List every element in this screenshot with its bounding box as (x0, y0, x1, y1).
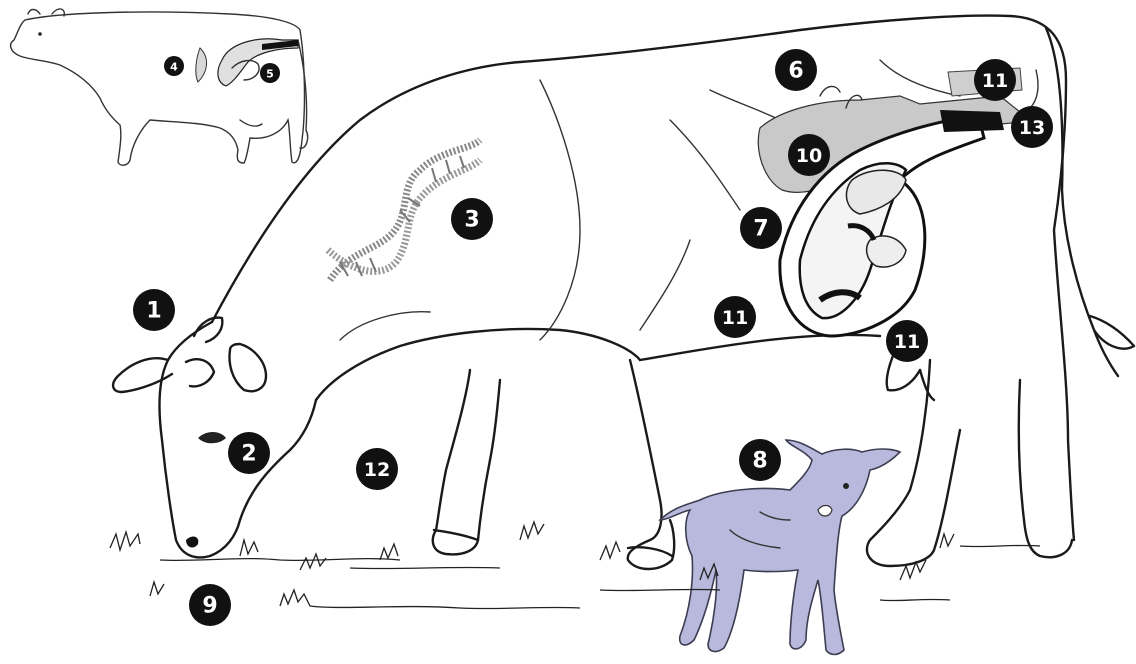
marker-5-label: 5 (266, 68, 274, 81)
marker-10-label: 10 (796, 145, 822, 167)
marker-5: 5 (260, 63, 280, 83)
marker-2-label: 2 (241, 442, 256, 467)
marker-2: 2 (228, 432, 270, 474)
marker-9-label: 9 (202, 594, 217, 619)
marker-1-label: 1 (146, 299, 161, 324)
calf-illustration (660, 440, 900, 655)
marker-12: 12 (356, 448, 398, 490)
marker-1: 1 (133, 289, 175, 331)
marker-7-label: 7 (753, 217, 768, 242)
marker-7: 7 (740, 207, 782, 249)
marker-8: 8 (739, 439, 781, 481)
marker-4-label: 4 (170, 61, 178, 74)
marker-11-middle: 11 (714, 296, 756, 338)
marker-11-right: 11 (886, 320, 928, 362)
marker-4: 4 (164, 56, 184, 76)
marker-3: 3 (451, 198, 493, 240)
marker-13-label: 13 (1019, 117, 1045, 139)
marker-11-right-label: 11 (894, 331, 920, 353)
marker-9: 9 (189, 584, 231, 626)
marker-11-middle-label: 11 (722, 307, 748, 329)
inset-cow-illustration (11, 9, 308, 165)
marker-3-label: 3 (464, 208, 479, 233)
marker-6-label: 6 (788, 59, 803, 84)
marker-6: 6 (775, 49, 817, 91)
marker-11-top-label: 11 (982, 70, 1008, 92)
marker-11-top: 11 (974, 59, 1016, 101)
marker-10: 10 (788, 134, 830, 176)
marker-8-label: 8 (752, 449, 767, 474)
marker-13: 13 (1011, 106, 1053, 148)
marker-12-label: 12 (364, 459, 390, 481)
